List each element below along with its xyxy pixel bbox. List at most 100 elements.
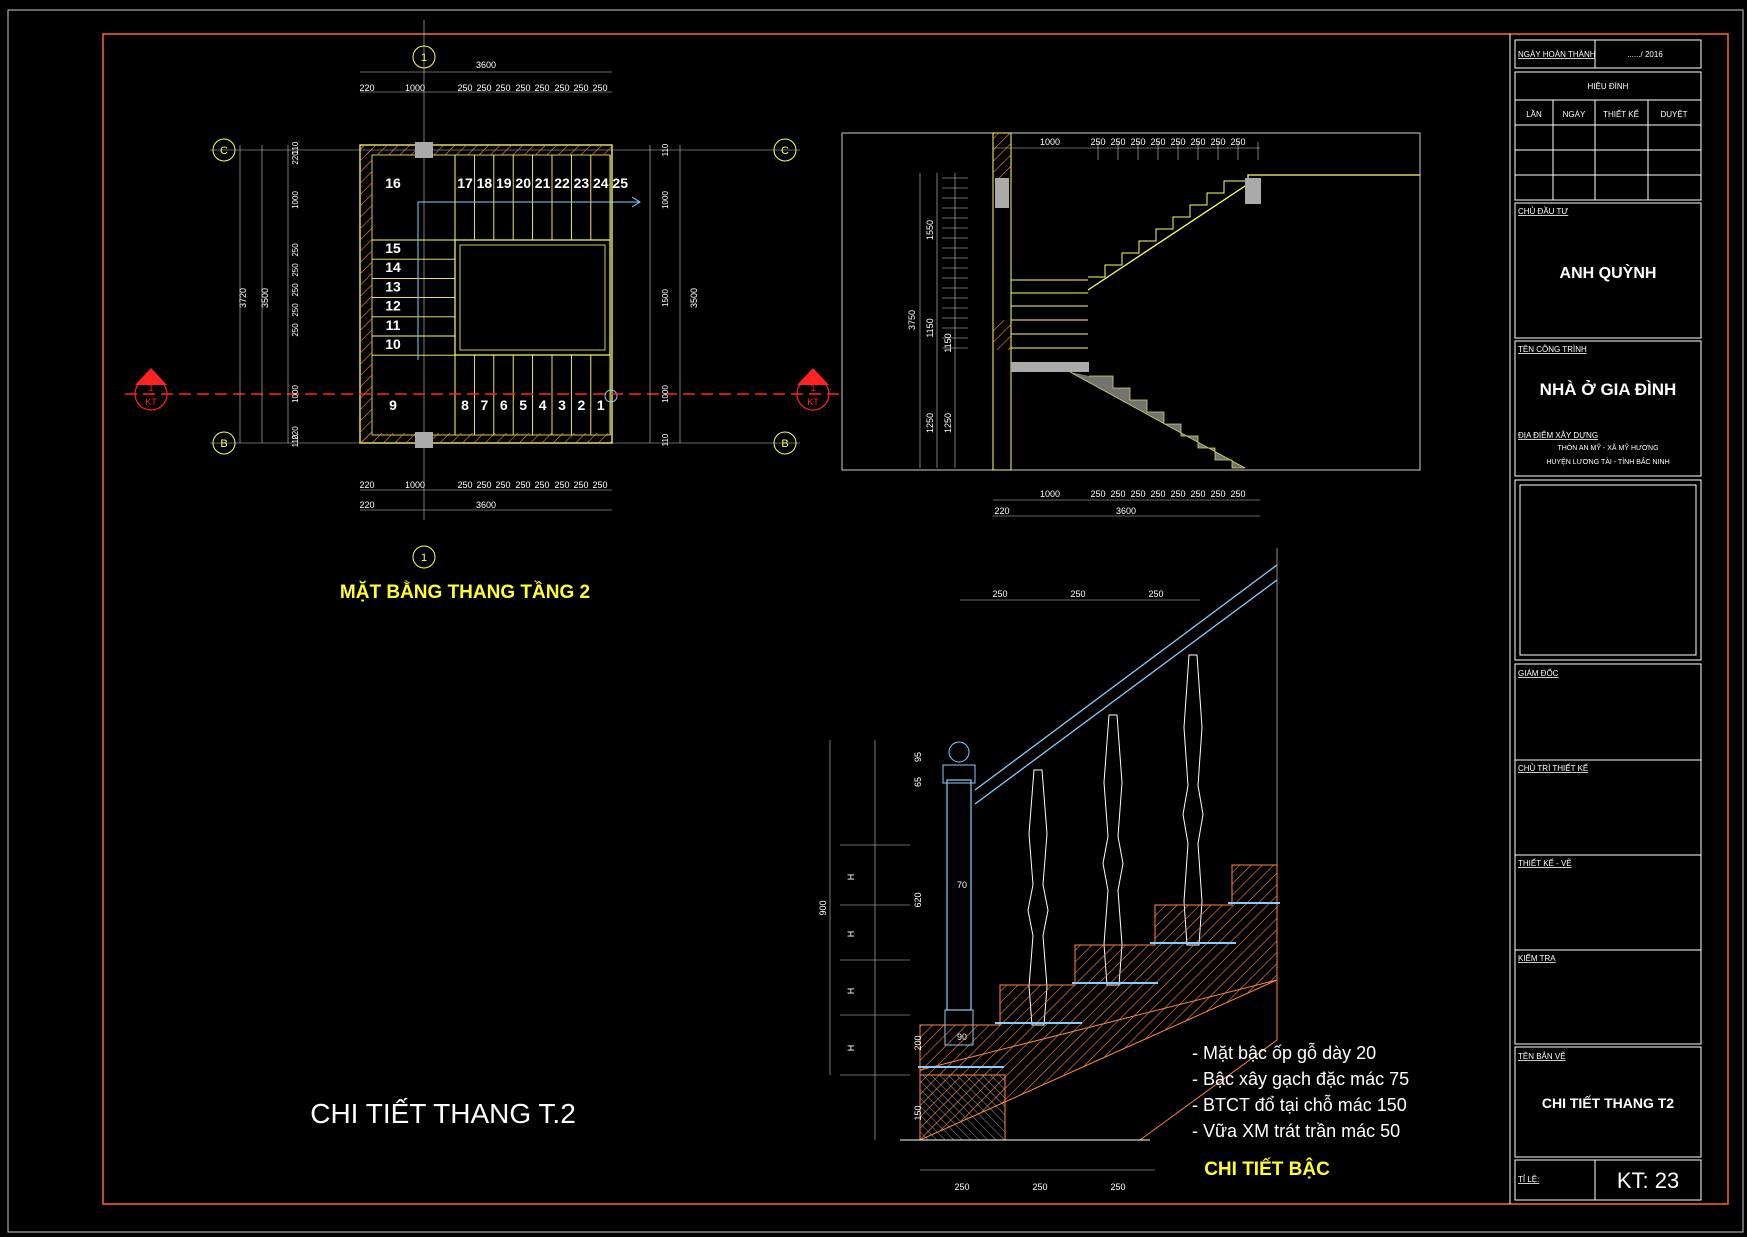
location-label: ĐỊA ĐIỂM XÂY DỰNG xyxy=(1518,431,1598,440)
scale-label: TỈ LỆ: xyxy=(1518,1175,1539,1184)
plan-step-25: 25 xyxy=(612,175,628,191)
rev-col-duyet: DUYỆT xyxy=(1660,110,1687,119)
detail-top-dim: 250 xyxy=(1148,589,1163,599)
plan-left-dim: 1000 xyxy=(291,191,300,209)
sec-left-part-1: 1550 xyxy=(925,220,935,240)
sec-top-dim: 1000 xyxy=(1040,137,1060,147)
detail-h-label: H xyxy=(846,874,856,881)
plan-right-dim: 110 xyxy=(661,433,670,446)
section-mark-left-top: 1 xyxy=(148,383,153,393)
step-note: - Bậc xây gạch đặc mác 75 xyxy=(1192,1069,1409,1089)
sec-bottom-dim: 250 xyxy=(1230,489,1245,499)
axis-b-left-label: B xyxy=(220,438,227,450)
location-line-2: HUYỆN LƯƠNG TÀI - TỈNH BẮC NINH xyxy=(1546,457,1669,466)
plan-top-dim: 250 xyxy=(495,83,510,93)
plan-step-21: 21 xyxy=(535,175,551,191)
project-label: TÊN CÔNG TRÌNH xyxy=(1518,345,1587,354)
axis-b-right-marker xyxy=(773,431,797,455)
detail-top-dim: 250 xyxy=(1070,589,1085,599)
sec-bottom-dim: 250 xyxy=(1110,489,1125,499)
plan-left-total-b: 3500 xyxy=(260,288,270,308)
plan-right-dim: 1500 xyxy=(661,289,670,307)
baluster xyxy=(1182,654,1204,946)
plan-bottom-total: 3600 xyxy=(476,500,496,510)
sec-bottom-dim: 250 xyxy=(1170,489,1185,499)
rev-col-lan: LẦN xyxy=(1526,109,1542,119)
plan-step-1: 1 xyxy=(597,397,605,413)
drawing-label: TÊN BẢN VẼ xyxy=(1518,1052,1566,1061)
drawing-border xyxy=(102,33,1729,1205)
sec-bottom-dim: 250 xyxy=(1090,489,1105,499)
location-line-1: THÔN AN MỸ - XÃ MỸ HƯƠNG xyxy=(1557,443,1658,452)
detail-top-dim: 250 xyxy=(992,589,1007,599)
plan-step-2: 2 xyxy=(578,397,586,413)
plan-step-23: 23 xyxy=(574,175,590,191)
axis-c-left-marker xyxy=(212,138,236,162)
completion-label: NGÀY HOÀN THÀNH xyxy=(1518,50,1596,59)
plan-top-dim: 250 xyxy=(592,83,607,93)
plan-left-total-a: 3720 xyxy=(238,288,248,308)
plan-bottom-dim: 250 xyxy=(476,480,491,490)
owner-name: ANH QUỲNH xyxy=(1560,263,1657,282)
plan-step-9: 9 xyxy=(389,397,397,413)
axis-1-bottom-label: 1 xyxy=(421,552,427,564)
plan-step-6: 6 xyxy=(500,397,508,413)
plan-bottom-dim: 250 xyxy=(515,480,530,490)
plan-top-dim: 250 xyxy=(554,83,569,93)
plan-bottom-dim: 250 xyxy=(495,480,510,490)
sec-bottom-dim: 250 xyxy=(1130,489,1145,499)
plan-bottom-dim: 250 xyxy=(534,480,549,490)
detail-left-dim: 200 xyxy=(913,1035,923,1050)
plan-title: MẶT BẰNG THANG TẦNG 2 xyxy=(340,581,590,603)
plan-step-11: 11 xyxy=(386,317,401,333)
plan-right-total: 3500 xyxy=(689,288,699,308)
director-label: GIÁM ĐỐC xyxy=(1518,668,1559,678)
plan-top-dim: 1000 xyxy=(405,83,425,93)
sheet-number: KT: 23 xyxy=(1617,1168,1679,1193)
plan-step-14: 14 xyxy=(385,259,401,275)
plan-step-19: 19 xyxy=(496,175,512,191)
completion-value: ....../ 2016 xyxy=(1627,50,1663,59)
owner-label: CHỦ ĐẦU TƯ xyxy=(1518,206,1568,216)
section-mark-right-top: 1 xyxy=(810,383,815,393)
plan-bottom-first: 220 xyxy=(359,500,374,510)
plan-left-dim: 220 xyxy=(291,151,300,165)
plan-top-dim: 250 xyxy=(534,83,549,93)
sec-left-part-2: 1150 xyxy=(925,318,935,337)
sec-left-total: 3750 xyxy=(907,310,917,330)
plan-step-22: 22 xyxy=(554,175,570,191)
plan-step-18: 18 xyxy=(477,175,493,191)
plan-bottom-dim: 220 xyxy=(359,480,374,490)
axis-b-right-label: B xyxy=(781,438,788,450)
outer-frame xyxy=(7,9,1744,1233)
plan-bottom-dim: 250 xyxy=(554,480,569,490)
detail-h-label: H xyxy=(846,988,856,995)
detail-h-label: H xyxy=(846,1045,856,1052)
plan-bottom-dim: 250 xyxy=(592,480,607,490)
plan-step-16: 16 xyxy=(385,175,401,191)
plan-bottom-dim: 1000 xyxy=(405,480,425,490)
detail-bottom-dim: 250 xyxy=(954,1182,969,1192)
plan-step-24: 24 xyxy=(593,175,609,191)
plan-left-dim: 250 xyxy=(291,303,300,317)
sec-left-part-b1: 1150 xyxy=(943,333,953,352)
checker-label: KIỂM TRA xyxy=(1518,954,1556,963)
sec-bottom-total: 3600 xyxy=(1116,506,1136,516)
drawing-name: CHI TIẾT THANG T2 xyxy=(1542,1095,1674,1111)
step-note: - Vữa XM trát trần mác 50 xyxy=(1192,1121,1400,1141)
rev-col-ngay: NGÀY xyxy=(1563,110,1586,119)
section-mark-left-bottom: KT xyxy=(145,397,157,407)
step-detail-title: CHI TIẾT BẬC xyxy=(1204,1158,1330,1180)
title-block: NGÀY HOÀN THÀNH ....../ 2016 HIỆU ĐÍNH L… xyxy=(1509,34,1702,1204)
plan-top-dim: 250 xyxy=(515,83,530,93)
axis-c-left-label: C xyxy=(220,145,228,157)
sec-left-part-b2: 1250 xyxy=(943,413,953,433)
axis-b-left-marker xyxy=(212,431,236,455)
sec-bottom-dim: 250 xyxy=(1210,489,1225,499)
plan-left-dim: 110 xyxy=(291,434,300,447)
plan-step-12: 12 xyxy=(385,298,401,314)
step-note: - Mặt bậc ốp gỗ dày 20 xyxy=(1192,1042,1376,1063)
